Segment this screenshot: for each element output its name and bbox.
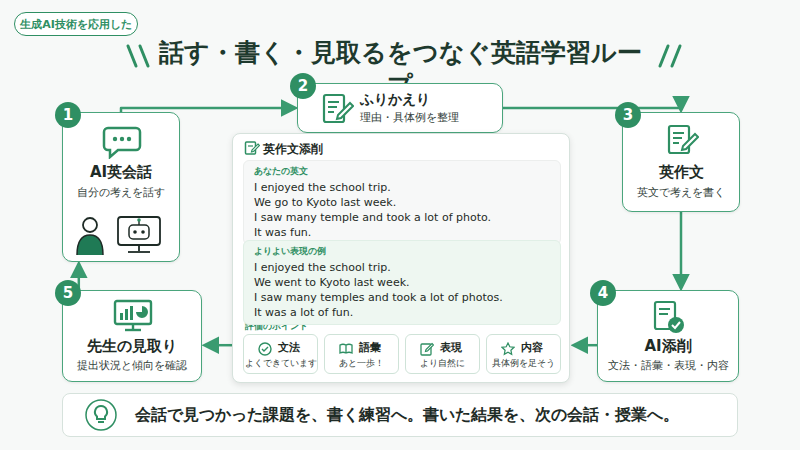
- node-text: We go to Kyoto last week.: [254, 195, 550, 210]
- panel-section: よりよい表現の例 I enjoyed the school trip.We wen…: [243, 240, 561, 325]
- panel-section: あなたの英文 I enjoyed the school trip.We go to…: [243, 160, 561, 245]
- chat-icon: [102, 125, 142, 163]
- node-text: 英文で考えを書く: [623, 185, 739, 200]
- people-icon: [72, 213, 172, 261]
- doccheck-icon: [650, 299, 686, 339]
- bulb-icon: [85, 399, 117, 435]
- node-heading: 内容: [487, 340, 560, 355]
- pen14-icon: [244, 140, 260, 160]
- node-text: I saw many temples and took a lot of pho…: [254, 290, 550, 305]
- callout-number: 4: [590, 280, 616, 306]
- panel-section: 語彙あと一歩！: [324, 334, 399, 374]
- panel-section: 内容具体例を足そう: [486, 334, 561, 374]
- node-text: 先生の見取り: [63, 337, 201, 356]
- star-icon: [501, 341, 515, 360]
- monitor-icon: [113, 299, 153, 337]
- callout-number: 3: [615, 102, 641, 128]
- step-box: 3英作文英文で考えを書く: [622, 112, 740, 212]
- panel-section: 文法よくできています: [243, 334, 318, 374]
- node-text: I enjoyed the school trip.: [254, 180, 550, 195]
- feedback-panel: 英作文添削評価のポイントあなたの英文I enjoyed the school t…: [232, 133, 570, 383]
- callout-number: 1: [55, 102, 81, 128]
- node-heading: 生成AI技術を応用した: [15, 17, 137, 32]
- node-heading: 表現: [406, 340, 479, 355]
- check-icon: [258, 341, 272, 360]
- node-text: I enjoyed the school trip.: [254, 260, 550, 275]
- docpen-icon: [320, 92, 354, 130]
- node-heading: 語彙: [325, 340, 398, 355]
- flow-arrow: [574, 344, 597, 347]
- step-box: 4AI添削文法・語彙・表現・内容: [597, 290, 739, 382]
- node-heading: 会話で見つかった課題を、書く練習へ。書いた結果を、次の会話・授業へ。: [135, 405, 737, 426]
- node-text: あと一歩！: [325, 358, 398, 370]
- flow-arrow: [503, 108, 681, 110]
- node-text: 具体例を足そう: [487, 358, 560, 370]
- panel-section: 表現より自然に: [405, 334, 480, 374]
- badge: 生成AI技術を応用した: [14, 12, 138, 36]
- step-box: 5先生の見取り提出状況と傾向を確認: [62, 290, 202, 382]
- flow-arrow: [205, 344, 232, 347]
- node-text: I saw many temple and took a lot of phot…: [254, 210, 550, 225]
- callout-number: 5: [55, 280, 81, 306]
- step-box: 2ふりかえり理由・具体例を整理: [297, 83, 503, 133]
- node-text: It was a lot of fun.: [254, 305, 550, 320]
- node-heading: よりよい表現の例: [254, 245, 550, 258]
- summary-band: 会話で見つかった課題を、書く練習へ。書いた結果を、次の会話・授業へ。: [62, 393, 738, 437]
- node-text: AI英会話: [63, 163, 179, 182]
- edit-icon: [420, 341, 434, 360]
- node-heading: 英作文添削: [263, 141, 323, 158]
- docpen-icon: [665, 123, 699, 161]
- node-text: よくできています: [244, 358, 317, 370]
- step-box: 1AI英会話自分の考えを話す: [62, 112, 180, 262]
- book-icon: [339, 341, 353, 360]
- node-text: 理由・具体例を整理: [360, 111, 502, 125]
- callout-number: 2: [290, 73, 316, 99]
- flow-arrow: [680, 212, 683, 288]
- node-text: 英作文: [623, 163, 739, 182]
- node-text: 提出状況と傾向を確認: [63, 359, 201, 373]
- node-text: 文法・語彙・表現・内容: [598, 359, 738, 373]
- node-text: 自分の考えを話す: [63, 185, 179, 200]
- node-text: It was fun.: [254, 225, 550, 240]
- node-text: We went to Kyoto last week.: [254, 275, 550, 290]
- node-text: ふりかえり: [360, 91, 502, 109]
- node-text: AI添削: [598, 337, 738, 356]
- node-heading: 文法: [244, 340, 317, 355]
- node-heading: あなたの英文: [254, 165, 550, 178]
- node-text: より自然に: [406, 358, 479, 370]
